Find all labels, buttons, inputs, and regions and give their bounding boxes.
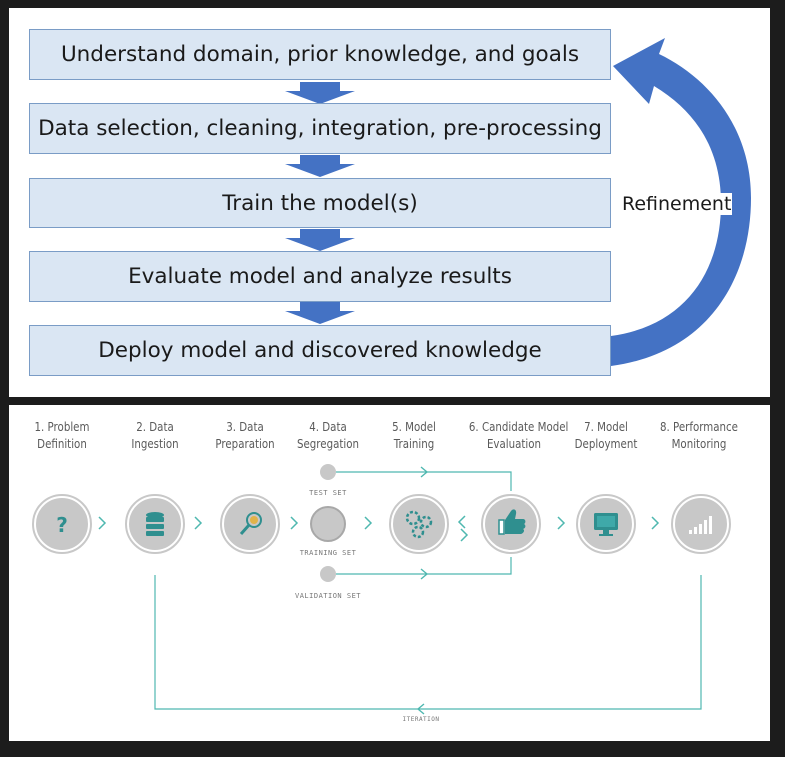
- stage-label-2-line1: 2. Data: [136, 419, 174, 434]
- magnifier-icon: [239, 512, 262, 535]
- stage-label-1-line2: Definition: [37, 436, 87, 451]
- magnifier-lens-icon: [250, 516, 258, 524]
- stage-label-7-line2: Deployment: [574, 436, 638, 451]
- question-icon: ?: [56, 513, 68, 537]
- down-arrow-4: [285, 302, 355, 324]
- process-diagram-top: Understand domain, prior knowledge, and …: [9, 8, 770, 397]
- test-set-dot: [320, 464, 336, 480]
- stage-label-4: 4. Data Segregation: [283, 418, 373, 452]
- stage-label-5-line1: 5. Model: [392, 419, 436, 434]
- iteration-loop-line: [154, 575, 702, 710]
- stage-label-5-line2: Training: [393, 436, 435, 451]
- stage-label-6-line2: Evaluation: [486, 436, 542, 451]
- stage-inner-ring-1: [34, 496, 90, 552]
- chevron-right-icon: [460, 528, 469, 542]
- chevron-right-icon: [557, 516, 566, 530]
- chevron-right-icon: [194, 516, 203, 530]
- step-box-3: Train the model(s): [29, 178, 611, 228]
- pipeline-graphics-layer: ?: [30, 464, 733, 715]
- down-arrow-1: [285, 82, 355, 104]
- test-set-line: [336, 471, 512, 491]
- iteration-arrow-head: [416, 703, 425, 715]
- stage-label-3-line1: 3. Data: [226, 419, 264, 434]
- chevron-right-icon: [651, 516, 660, 530]
- step-label-3: Train the model(s): [222, 190, 418, 216]
- stage-inner-ring-5: [391, 496, 447, 552]
- flow-arrows-layer: [285, 38, 751, 366]
- training-set-label: TRAINING SET: [299, 549, 357, 557]
- stage-label-2: 2. Data Ingestion: [110, 418, 200, 452]
- stage-label-4-line2: Segregation: [296, 436, 360, 451]
- step-box-5: Deploy model and discovered knowledge: [29, 325, 611, 376]
- test-set-label: TEST SET: [309, 489, 347, 497]
- stage-inner-ring-3: [222, 496, 278, 552]
- step-label-5: Deploy model and discovered knowledge: [98, 338, 542, 363]
- step-box-4: Evaluate model and analyze results: [29, 251, 611, 302]
- validation-set-arrow-head: [420, 568, 429, 580]
- stage-label-7: 7. Model Deployment: [561, 418, 651, 452]
- step-label-1: Understand domain, prior knowledge, and …: [60, 42, 580, 67]
- step-label-4: Evaluate model and analyze results: [128, 264, 512, 289]
- refinement-curved-arrow: [611, 38, 751, 366]
- monitor-icon: [594, 513, 618, 536]
- gears-icon: [405, 510, 433, 539]
- chevron-right-icon: [290, 516, 299, 530]
- step-label-2: Data selection, cleaning, integration, p…: [38, 116, 602, 141]
- stage-label-7-line1: 7. Model: [584, 419, 628, 434]
- stage-label-5: 5. Model Training: [369, 418, 459, 452]
- stage-label-8-line1: 8. Performance: [659, 419, 739, 434]
- chevron-right-icon: [98, 516, 107, 530]
- refinement-label: Refinement: [621, 193, 733, 215]
- stage-label-6-line1: 6. Candidate Model: [468, 419, 569, 434]
- empty-circle-icon: [310, 506, 346, 542]
- stage-label-4-line1: 4. Data: [309, 419, 347, 434]
- stage-label-2-line2: Ingestion: [131, 436, 179, 451]
- chevron-right-icon: [364, 516, 373, 530]
- stage-label-3-line2: Preparation: [215, 436, 275, 451]
- down-arrow-3: [285, 229, 355, 251]
- validation-set-dot: [320, 566, 336, 582]
- stage-label-3: 3. Data Preparation: [200, 418, 290, 452]
- database-icon: [146, 512, 164, 536]
- stage-label-1-line1: 1. Problem: [34, 419, 90, 434]
- chevron-right-icon: [457, 515, 466, 529]
- test-set-arrow-head: [420, 466, 429, 478]
- bar-chart-icon: [689, 516, 712, 534]
- stage-label-8: 8. Performance Monitoring: [654, 418, 744, 452]
- thumbs-up-icon: [498, 509, 526, 535]
- ml-pipeline-diagram: ?: [9, 405, 770, 741]
- stage-label-8-line2: Monitoring: [671, 436, 727, 451]
- stage-label-6: 6. Candidate Model Evaluation: [468, 418, 569, 452]
- step-box-1: Understand domain, prior knowledge, and …: [29, 29, 611, 80]
- validation-set-label: VALIDATION SET: [294, 592, 362, 600]
- stage-label-1: 1. Problem Definition: [17, 418, 107, 452]
- down-arrow-2: [285, 155, 355, 177]
- iteration-label: ITERATION: [402, 716, 440, 723]
- validation-set-line: [336, 557, 512, 575]
- step-box-2: Data selection, cleaning, integration, p…: [29, 103, 611, 154]
